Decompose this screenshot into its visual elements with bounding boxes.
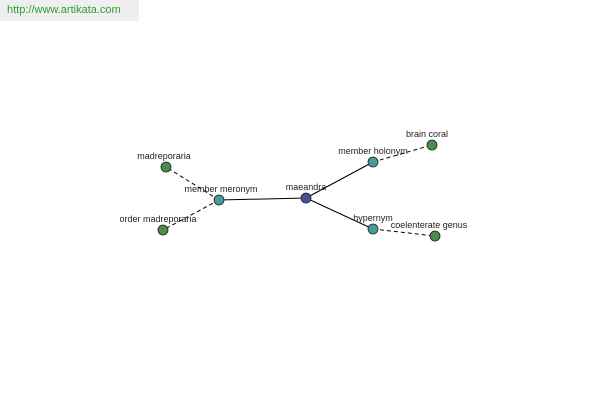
node-madreporaria[interactable]: [160, 161, 172, 173]
label-brain-coral: brain coral: [406, 129, 448, 139]
label-maeandra: maeandra: [286, 182, 327, 192]
label-member-holonym: member holonym: [338, 146, 408, 156]
node-maeandra[interactable]: [300, 192, 312, 204]
label-hypernym: hypernym: [353, 213, 393, 223]
edges: [162, 144, 436, 237]
node-member-holonym[interactable]: [367, 156, 379, 168]
node-coelenterate-genus[interactable]: [429, 230, 441, 242]
labels: maeandra member meronym member holonym h…: [119, 129, 467, 230]
label-madreporaria: madreporaria: [137, 151, 191, 161]
node-member-meronym[interactable]: [213, 194, 225, 206]
edge-member-holonym-brain-coral: [372, 144, 433, 163]
edge-root-member-holonym: [305, 161, 374, 199]
edge-root-member-meronym: [218, 197, 307, 201]
node-brain-coral[interactable]: [426, 139, 438, 151]
nodes: [157, 139, 441, 242]
label-member-meronym: member meronym: [184, 184, 257, 194]
edge-root-hypernym: [305, 197, 374, 230]
edge-member-meronym-order-madreporaria: [162, 199, 220, 231]
edge-member-meronym-madreporaria: [165, 166, 220, 201]
label-order-madreporaria: order madreporaria: [119, 214, 196, 224]
label-coelenterate-genus: coelenterate genus: [391, 220, 468, 230]
edge-hypernym-coelenterate-genus: [372, 228, 436, 237]
node-hypernym[interactable]: [367, 223, 379, 235]
node-order-madreporaria[interactable]: [157, 224, 169, 236]
site-url-watermark[interactable]: http://www.artikata.com: [0, 0, 139, 21]
